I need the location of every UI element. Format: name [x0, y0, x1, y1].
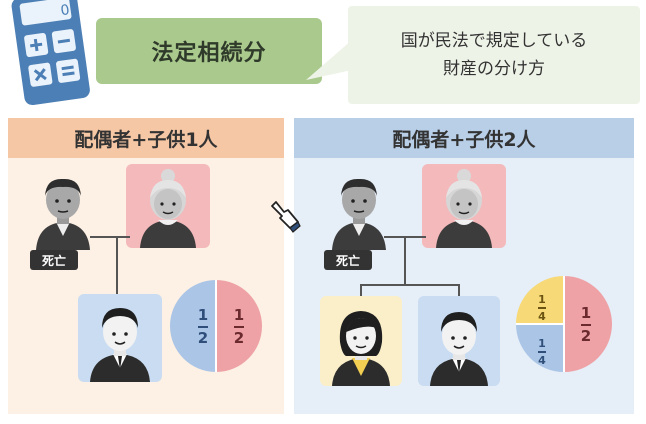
panel-spouse-one-child: 配偶者+子供1人 死亡 [8, 118, 284, 414]
child-man-icon [90, 308, 150, 382]
panel-spouse-two-children: 配偶者+子供2人 死亡 [294, 118, 634, 414]
spouse-share-denominator: 2 [233, 329, 245, 347]
child-1-share-slice [516, 276, 564, 324]
spouse-elderly-woman-icon [436, 169, 492, 248]
child-2-share-denominator: 4 [538, 353, 546, 367]
child-1-share-label: 1 4 [534, 294, 550, 322]
page-title: 法定相続分 [96, 18, 322, 84]
spouse-share-label: 1 2 [576, 306, 596, 344]
child-2-line [458, 284, 460, 298]
spouse-elderly-woman-icon [140, 169, 196, 248]
child-2-share-numerator: 1 [538, 337, 546, 350]
deceased-father-icon [332, 178, 386, 250]
child-share-numerator: 1 [197, 306, 209, 324]
speech-bubble-tail [306, 40, 352, 80]
calculator-icon: 0 [11, 0, 90, 106]
deceased-tag: 死亡 [324, 250, 372, 270]
child-1-share-denominator: 4 [538, 309, 546, 323]
definition-line-2: 財産の分け方 [443, 59, 545, 79]
child-share-denominator: 2 [197, 329, 209, 347]
spouse-tile [126, 164, 210, 248]
child-1-line [360, 284, 362, 298]
child-2-tile [418, 296, 500, 386]
share-pie-chart [170, 280, 262, 372]
child-share-label: 1 2 [193, 308, 213, 346]
definition-bubble: 国が民法で規定している 財産の分け方 [348, 6, 640, 104]
child-man-icon [430, 312, 488, 386]
child-share-slice [170, 280, 216, 372]
spouse-share-label: 1 2 [229, 308, 249, 346]
spouse-share-denominator: 2 [580, 327, 592, 345]
panel-heading: 配偶者+子供2人 [294, 118, 634, 158]
panel-heading: 配偶者+子供1人 [8, 118, 284, 158]
spouse-share-numerator: 1 [580, 304, 592, 322]
child-2-share-label: 1 4 [534, 338, 550, 366]
child-1-tile [320, 296, 402, 386]
child-2-share-slice [516, 324, 564, 372]
child-1-share-numerator: 1 [538, 293, 546, 306]
child-tile [78, 294, 162, 382]
pointer-hand-icon [271, 201, 301, 233]
definition-line-1: 国が民法で規定している [400, 31, 588, 51]
svg-text:0: 0 [60, 2, 71, 19]
deceased-tag: 死亡 [30, 250, 78, 270]
spouse-share-numerator: 1 [233, 306, 245, 324]
spouse-tile [422, 164, 506, 248]
children-branch-line [360, 284, 460, 286]
descent-line [116, 236, 118, 298]
share-pie-chart [516, 276, 612, 372]
deceased-father-icon [36, 178, 90, 250]
marriage-line [90, 236, 130, 238]
child-woman-icon [332, 311, 390, 386]
descent-line [404, 236, 406, 284]
